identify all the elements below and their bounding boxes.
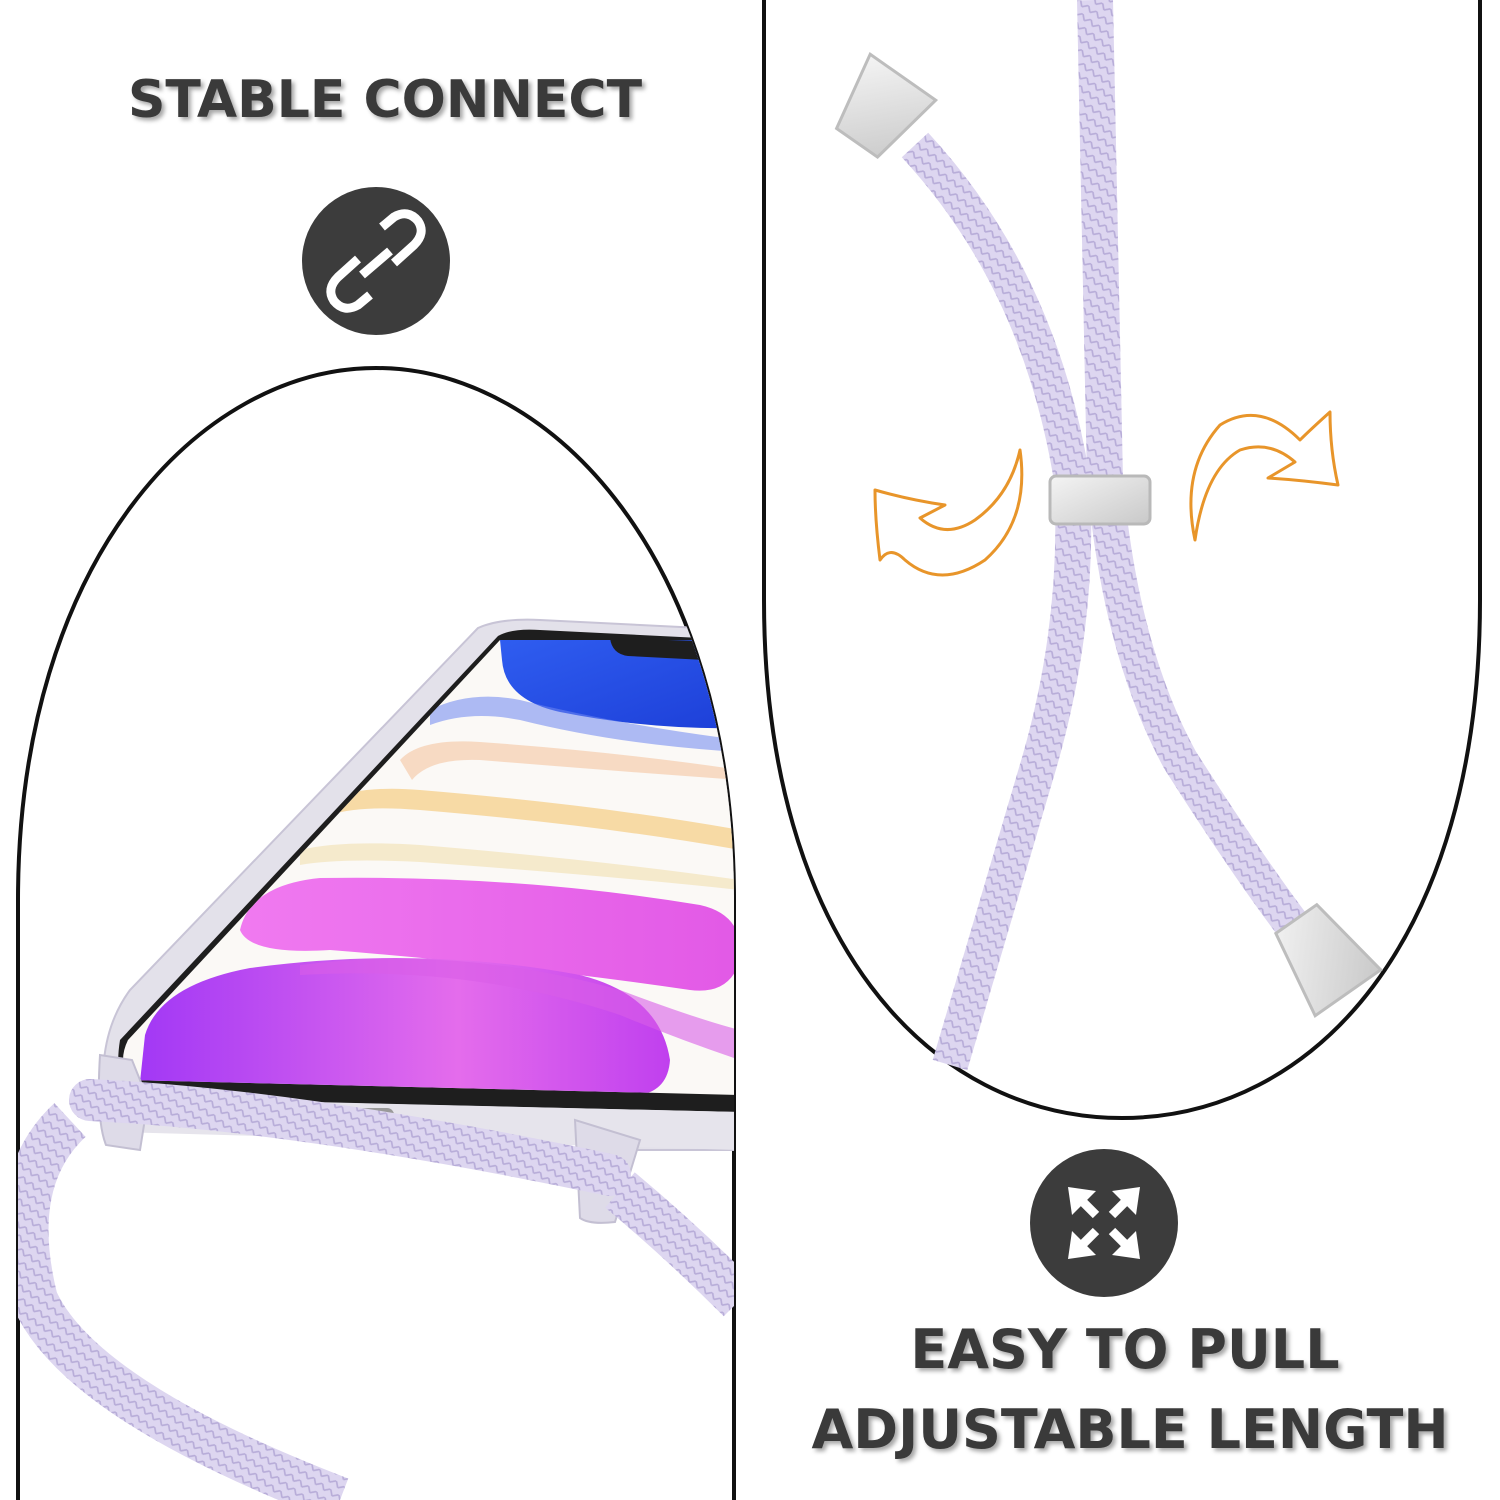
phone-illustration bbox=[18, 618, 734, 1500]
left-curved-arrow bbox=[873, 448, 1024, 577]
expand-arrows-icon bbox=[1068, 1187, 1140, 1259]
right-curved-arrow bbox=[1189, 410, 1340, 542]
stable-connect-heading: STABLE CONNECT bbox=[127, 70, 643, 130]
slider-clip bbox=[1048, 474, 1152, 526]
adjustable-length-heading: ADJUSTABLE LENGTH bbox=[811, 1398, 1449, 1461]
expand-badge bbox=[1030, 1149, 1178, 1297]
bottom-end-cap bbox=[1273, 902, 1384, 1018]
link-badge bbox=[302, 187, 450, 335]
easy-to-pull-heading: EASY TO PULL bbox=[910, 1318, 1340, 1381]
right-panel-frame bbox=[762, 0, 1482, 1121]
top-end-cap bbox=[834, 52, 939, 160]
link-icon bbox=[326, 209, 426, 313]
lanyard-illustration bbox=[834, 0, 1384, 1071]
